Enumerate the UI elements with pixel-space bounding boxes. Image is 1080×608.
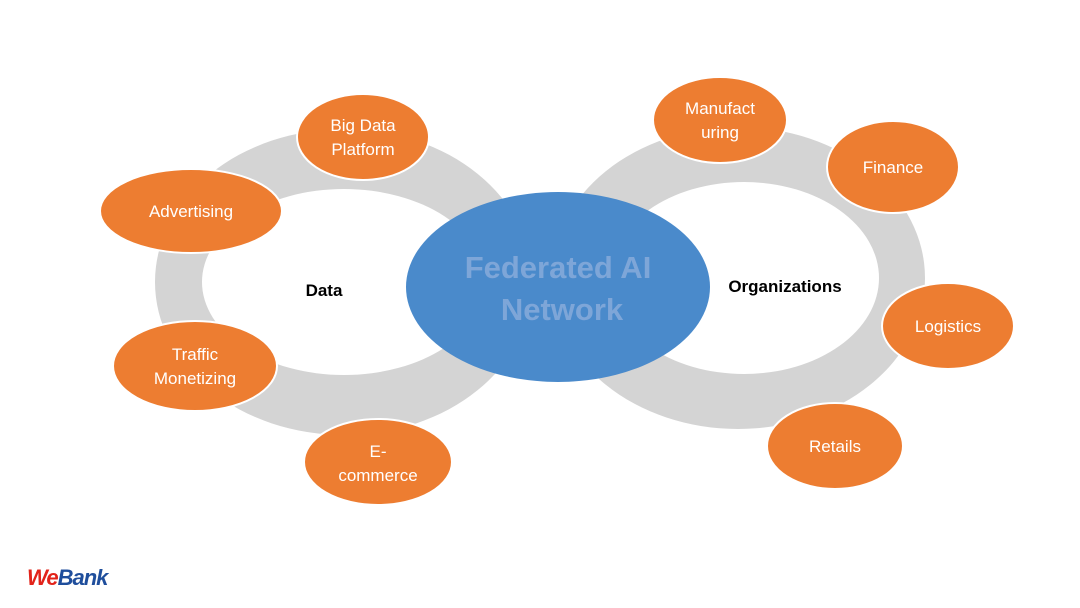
- logo-part-we: We: [27, 565, 59, 590]
- node-label-line-1: Traffic: [172, 345, 219, 364]
- node-ellipse: [826, 120, 960, 214]
- federated-ai-network-node: Federated AI Network: [406, 192, 710, 382]
- node-ellipse: [303, 418, 453, 506]
- node-ellipse: [881, 282, 1015, 370]
- node-label-line-1: Logistics: [915, 317, 981, 336]
- logo-part-bank: Bank: [57, 565, 109, 590]
- center-title-line-1: Federated AI: [465, 250, 652, 285]
- node-manufacturing: Manufact uring: [652, 76, 788, 164]
- node-label-line-2: commerce: [338, 466, 417, 485]
- organizations-ring-label: Organizations: [728, 277, 841, 296]
- node-ellipse: [296, 93, 430, 181]
- node-label-line-2: Platform: [331, 140, 394, 159]
- node-ellipse: [652, 76, 788, 164]
- node-big-data-platform: Big Data Platform: [296, 93, 430, 181]
- node-label-line-2: Monetizing: [154, 369, 236, 388]
- node-label-line-1: Advertising: [149, 202, 233, 221]
- node-traffic-monetizing: Traffic Monetizing: [112, 320, 278, 412]
- node-label-line-1: Retails: [809, 437, 861, 456]
- node-ellipse: [99, 168, 283, 254]
- node-advertising: Advertising: [99, 168, 283, 254]
- node-label-line-1: E-: [370, 442, 387, 461]
- data-ring-inner: [202, 189, 486, 375]
- node-label-line-1: Manufact: [685, 99, 755, 118]
- node-ellipse: [766, 402, 904, 490]
- center-ellipse: [406, 192, 710, 382]
- node-logistics: Logistics: [881, 282, 1015, 370]
- center-title-line-2: Network: [501, 292, 624, 327]
- node-label-line-1: Big Data: [330, 116, 396, 135]
- webank-logo: WeBank: [27, 565, 109, 591]
- node-ellipse: [112, 320, 278, 412]
- data-ring-label: Data: [306, 281, 343, 300]
- node-label-line-1: Finance: [863, 158, 923, 177]
- node-e-commerce: E- commerce: [303, 418, 453, 506]
- node-label-line-2: uring: [701, 123, 739, 142]
- node-retails: Retails: [766, 402, 904, 490]
- node-finance: Finance: [826, 120, 960, 214]
